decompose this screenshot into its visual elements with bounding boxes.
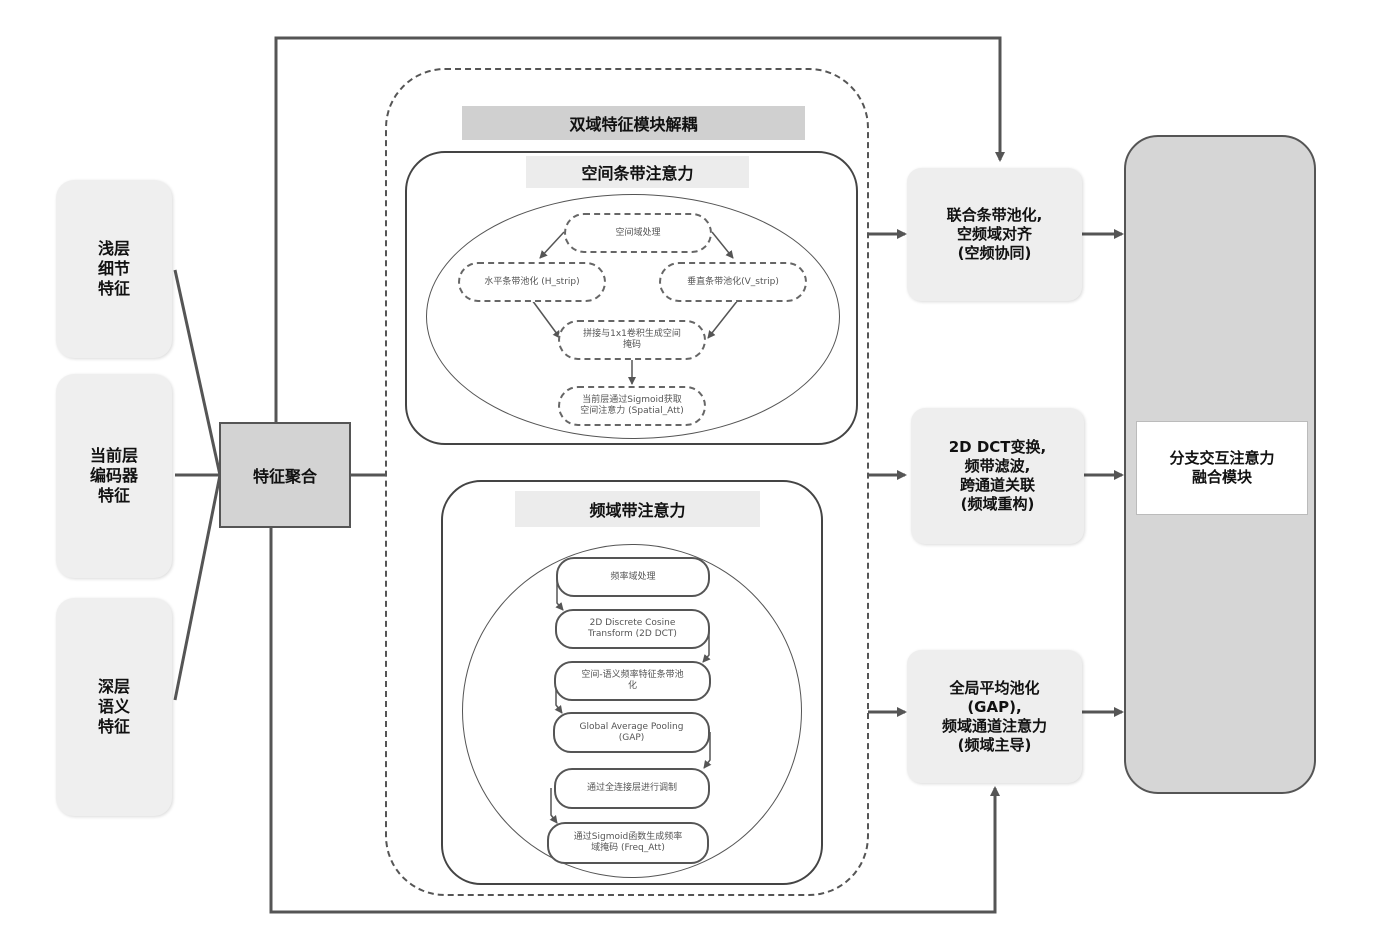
output-dct-transform: 2D DCT变换, 频带滤波, 跨通道关联 (频域重构) (911, 408, 1084, 544)
output-dct-text: 2D DCT变换, 频带滤波, 跨通道关联 (频域重构) (948, 438, 1047, 513)
fc-modulation-text: 通过全连接层进行调制 (586, 783, 677, 793)
frequency-process-step: 频率域处理 (556, 557, 710, 597)
dual-domain-container (385, 68, 869, 896)
dct-step: 2D Discrete Cosine Transform (2D DCT) (555, 609, 710, 649)
bypass-lines (269, 36, 1005, 914)
input-current-label: 当前层 编码器 特征 (89, 446, 138, 505)
input-connectors (173, 269, 222, 701)
fc-modulation-step: 通过全连接层进行调制 (554, 768, 710, 809)
h-strip-step: 水平条带池化 (H_strip) (458, 262, 606, 302)
frequency-attention-panel (441, 480, 823, 885)
dual-domain-title-text: 双域特征模块解耦 (569, 115, 698, 134)
frequency-attention-title: 频域带注意力 (515, 491, 760, 527)
frequency-sigmoid-step: 通过Sigmoid函数生成频率 域掩码 (Freq_Att) (547, 822, 709, 864)
feature-aggregation-node: 特征聚合 (219, 422, 351, 528)
concat-conv-step: 拼接与1x1卷积生成空间 掩码 (558, 320, 706, 360)
dct-text: 2D Discrete Cosine Transform (2D DCT) (588, 618, 677, 639)
input-current-features: 当前层 编码器 特征 (56, 374, 172, 578)
frequency-ellipse (462, 544, 802, 878)
input-deep-label: 深层 语义 特征 (97, 677, 130, 736)
fusion-label-text: 分支交互注意力 融合模块 (1169, 449, 1275, 486)
spatial-attention-title: 空间条带注意力 (526, 156, 749, 188)
frequency-process-text: 频率域处理 (610, 571, 656, 582)
gap-step: Global Average Pooling (GAP) (553, 712, 710, 753)
spatial-ellipse (426, 194, 840, 439)
output-arrows (868, 229, 1124, 717)
spatial-title-text: 空间条带注意力 (581, 164, 694, 183)
v-strip-step: 垂直条带池化(V_strip) (659, 262, 807, 302)
input-shallow-features: 浅层 细节 特征 (56, 180, 172, 358)
output-gap-text: 全局平均池化 (GAP), 频域通道注意力 (频域主导) (941, 678, 1047, 754)
fusion-module-label: 分支交互注意力 融合模块 (1136, 421, 1308, 515)
frequency-sigmoid-text: 通过Sigmoid函数生成频率 域掩码 (Freq_Att) (573, 832, 683, 853)
h-strip-text: 水平条带池化 (H_strip) (484, 276, 580, 287)
spatial-attention-panel (405, 151, 858, 445)
spatial-sigmoid-text: 当前层通过Sigmoid获取 空间注意力 (Spatial_Att) (580, 395, 684, 416)
spatial-process-step: 空间域处理 (564, 213, 712, 253)
frequency-title-text: 频域带注意力 (589, 501, 686, 520)
input-shallow-label: 浅层 细节 特征 (97, 239, 130, 298)
dual-domain-title: 双域特征模块解耦 (462, 106, 805, 140)
output-joint-strip-pooling: 联合条带池化, 空频域对齐 (空频协同) (907, 168, 1082, 301)
v-strip-text: 垂直条带池化(V_strip) (687, 276, 779, 287)
output-joint-text: 联合条带池化, 空频域对齐 (空频协同) (946, 206, 1043, 262)
output-global-avg-pooling: 全局平均池化 (GAP), 频域通道注意力 (频域主导) (907, 650, 1082, 783)
strip-pooling-text: 空间-语义频率特征条带池 化 (581, 670, 684, 691)
aggregation-label: 特征聚合 (252, 467, 317, 486)
gap-text: Global Average Pooling (GAP) (579, 721, 684, 743)
spatial-process-text: 空间域处理 (615, 227, 661, 238)
concat-conv-text: 拼接与1x1卷积生成空间 掩码 (583, 329, 681, 350)
spatial-sigmoid-step: 当前层通过Sigmoid获取 空间注意力 (Spatial_Att) (558, 386, 706, 426)
strip-pooling-step: 空间-语义频率特征条带池 化 (554, 661, 711, 701)
input-deep-features: 深层 语义 特征 (56, 598, 172, 816)
